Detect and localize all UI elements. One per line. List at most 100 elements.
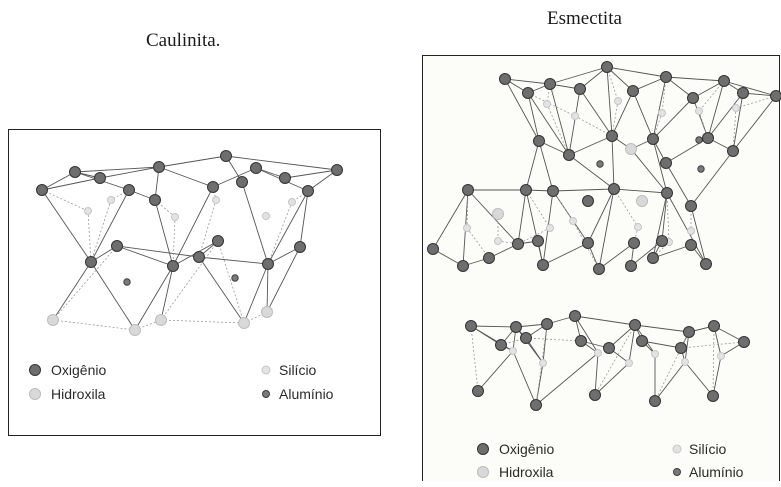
silicon-atom-icon <box>464 225 471 232</box>
bond-line <box>691 151 733 206</box>
oxygen-atom-icon <box>548 186 559 197</box>
hidden-bond-line <box>268 202 292 264</box>
silicon-atom-icon <box>682 359 689 366</box>
bond-line <box>42 190 91 262</box>
oxygen-atom-icon <box>466 321 477 332</box>
oxygen-atom-icon <box>701 259 712 270</box>
oxygen-atom-icon <box>583 238 594 249</box>
bond-line <box>117 246 199 257</box>
oxygen-atom-icon <box>688 93 699 104</box>
oxygen-atom-icon <box>521 185 532 196</box>
bond-line <box>733 93 743 151</box>
legend-aluminum-label: Alumínio <box>689 464 744 480</box>
oxygen-atom-icon <box>428 244 439 255</box>
aluminum-atom-icon <box>674 469 681 476</box>
bond-line <box>653 98 693 139</box>
bond-line <box>155 200 173 266</box>
silicon-atom-icon <box>570 218 577 225</box>
oxygen-atom-icon <box>570 311 581 322</box>
silicon-atom-icon <box>172 214 179 221</box>
bond-line <box>553 189 614 191</box>
bond-line <box>285 170 337 178</box>
oxygen-atom-icon <box>531 400 542 411</box>
esmectita-structure-diagram: Oxigênio Hidroxila Silício Alumínio <box>423 56 781 482</box>
oxygen-atom-icon <box>661 158 672 169</box>
aluminum-atom-icon <box>696 137 702 143</box>
bond-line <box>580 89 612 136</box>
bond-line <box>607 67 612 136</box>
silicon-atom-icon <box>544 101 551 108</box>
hidden-bond-line <box>173 217 175 266</box>
oxygen-atom-icon <box>607 131 618 142</box>
oxygen-atom-icon <box>511 322 522 333</box>
silicon-atom-icon <box>733 105 740 112</box>
bond-line <box>471 326 516 327</box>
oxygen-atom-icon <box>602 62 613 73</box>
caulinita-legend: Oxigênio Hidroxila Silício Alumínio <box>30 362 334 402</box>
oxygen-atom-icon <box>686 201 697 212</box>
bond-line <box>569 136 612 155</box>
oxygen-atom-icon <box>154 162 165 173</box>
bond-line <box>666 77 724 81</box>
bond-line <box>653 77 666 139</box>
bond-line <box>513 351 536 405</box>
caulinita-structure-diagram: Oxigênio Hidroxila Silício Alumínio <box>9 130 382 437</box>
bond-line <box>199 257 244 323</box>
oxygen-atom-icon <box>221 151 232 162</box>
oxygen-atom-icon <box>280 173 291 184</box>
oxygen-atom-icon <box>686 240 697 251</box>
bond-line <box>543 243 588 265</box>
oxygen-atom-icon <box>208 182 219 193</box>
oxygen-atom-icon <box>112 241 123 252</box>
oxygen-atom-icon <box>575 84 586 95</box>
bond-line <box>691 206 706 264</box>
oxygen-atom-icon <box>70 167 81 178</box>
oxygen-atom-icon <box>661 72 672 83</box>
bond-line <box>536 363 543 405</box>
aluminum-atom-icon <box>698 166 704 172</box>
oxygen-atom-icon <box>657 236 668 247</box>
silicon-atom-icon <box>213 197 220 204</box>
oxygen-atom-icon <box>650 396 661 407</box>
oxygen-atom-icon <box>37 185 48 196</box>
bond-line <box>518 190 526 244</box>
silicon-atom-icon <box>696 108 703 115</box>
oxygen-atom-icon <box>538 260 549 271</box>
hydroxyl-atom-icon <box>637 196 648 207</box>
aluminum-atom-icon <box>124 279 130 285</box>
oxygen-atom-icon <box>630 320 641 331</box>
oxygen-atom-icon <box>95 173 106 184</box>
bond-line <box>226 156 337 170</box>
silicon-atom-icon <box>626 360 633 367</box>
bond-line <box>161 266 173 320</box>
bond-line <box>713 356 721 396</box>
caulinita-bond-lines <box>42 156 337 330</box>
oxygen-atom-icon <box>150 195 161 206</box>
legend-silicon-label: Silício <box>689 441 727 457</box>
oxygen-atom-icon <box>542 319 553 330</box>
silicon-atom-icon <box>659 110 666 117</box>
silicon-atom-icon <box>615 98 622 105</box>
bond-line <box>300 191 308 247</box>
hydroxyl-atom-icon <box>493 209 504 220</box>
bond-line <box>655 362 685 401</box>
silicon-atom-icon <box>688 228 695 235</box>
oxygen-atom-icon <box>168 261 179 272</box>
oxygen-atom-icon <box>263 259 274 270</box>
oxygen-atom-icon <box>738 88 749 99</box>
bond-line <box>662 193 667 241</box>
bond-line <box>539 141 553 191</box>
legend-silicon-label: Silício <box>279 362 317 378</box>
esmectita-atoms <box>428 62 781 411</box>
hidden-bond-line <box>713 326 714 396</box>
oxygen-atom-icon <box>30 365 41 376</box>
bond-line <box>599 189 614 269</box>
hydroxyl-atom-icon <box>239 318 250 329</box>
hidden-bond-line <box>199 200 216 257</box>
silicon-atom-icon <box>547 225 554 232</box>
hidden-bond-line <box>526 338 581 341</box>
bond-line <box>53 262 91 320</box>
bond-line <box>135 266 173 330</box>
oxygen-atom-icon <box>523 88 534 99</box>
hydroxyl-atom-icon <box>156 315 167 326</box>
